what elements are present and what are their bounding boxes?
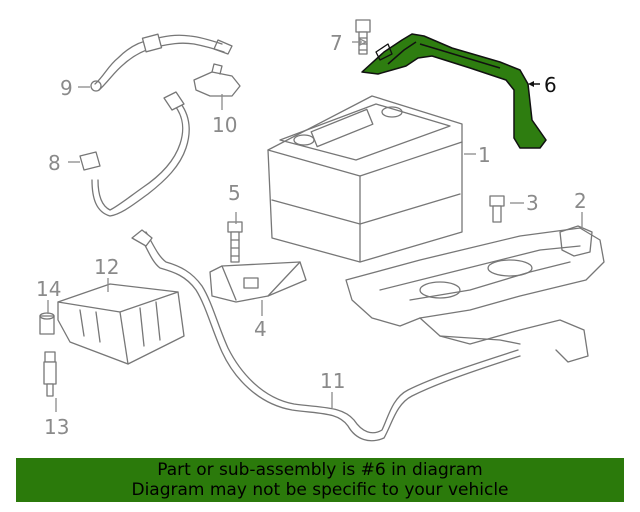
part-12-fuse-block[interactable]	[57, 283, 185, 365]
part-14-cap[interactable]	[39, 312, 55, 335]
callout-7: 7	[330, 31, 343, 55]
callout-6: 6	[544, 73, 557, 97]
banner-line-2: Diagram may not be specific to your vehi…	[131, 480, 509, 500]
callout-5: 5	[228, 181, 241, 205]
part-5-bolt[interactable]	[227, 221, 243, 263]
part-11-cable[interactable]	[131, 229, 521, 442]
callout-4: 4	[254, 317, 267, 341]
part-2-tray[interactable]	[345, 225, 605, 363]
callout-10: 10	[212, 113, 237, 137]
part-6-hold-down[interactable]	[361, 33, 547, 149]
part-9-cable[interactable]	[90, 33, 233, 92]
callout-3: 3	[526, 191, 539, 215]
parts-diagram: 7 6 9 10 8 1 5 3 2 4 12 14 13 11	[36, 19, 605, 442]
part-10-bracket[interactable]	[193, 63, 241, 97]
callout-1: 1	[478, 143, 491, 167]
part-4-clamp[interactable]	[209, 261, 307, 303]
callout-8: 8	[48, 151, 61, 175]
callout-9: 9	[60, 76, 73, 100]
callout-12: 12	[94, 255, 119, 279]
part-8-cable[interactable]	[79, 91, 190, 217]
part-3-bolt[interactable]	[489, 195, 505, 223]
part-1-battery[interactable]	[267, 95, 463, 263]
part-13-stud[interactable]	[43, 351, 57, 397]
callout-13: 13	[44, 415, 69, 439]
info-banner: Part or sub-assembly is #6 in diagram Di…	[16, 458, 624, 502]
banner-line-1: Part or sub-assembly is #6 in diagram	[157, 460, 483, 480]
callout-11: 11	[320, 369, 345, 393]
callout-2: 2	[574, 189, 587, 213]
callout-14: 14	[36, 277, 61, 301]
part-7-bolt[interactable]	[355, 19, 371, 55]
